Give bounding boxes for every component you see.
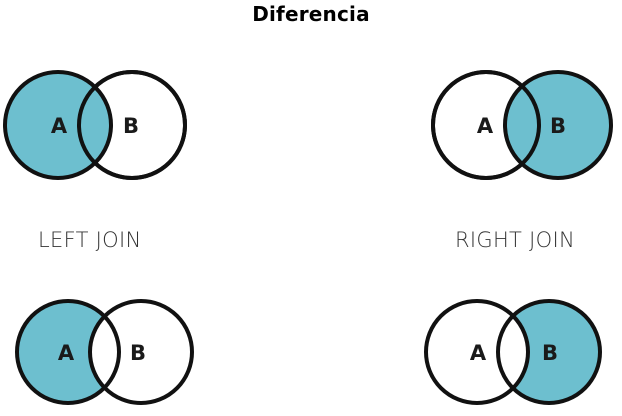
circle-b-outline — [88, 299, 194, 405]
label-b: B — [542, 341, 558, 365]
circle-a-shaded — [17, 301, 119, 403]
page-title: Diferencia — [252, 2, 370, 26]
circle-a-outline — [15, 299, 121, 405]
left-join-label: LEFT JOIN — [38, 228, 142, 252]
label-a: A — [58, 341, 75, 365]
label-b: B — [130, 341, 146, 365]
circle-b-outline — [496, 299, 602, 405]
label-a: A — [477, 114, 494, 138]
circle-b-outline — [77, 70, 187, 181]
circle-a-outline — [424, 299, 530, 405]
label-b: B — [550, 114, 566, 138]
venn-b-minus-a: A B — [424, 299, 602, 405]
label-b: B — [123, 114, 139, 138]
label-a: A — [51, 114, 68, 138]
venn-right-join: A B — [431, 70, 613, 180]
right-join-label: RIGHT JOIN — [455, 228, 575, 252]
venn-a-minus-b: A B — [15, 299, 194, 405]
circle-b-shaded — [498, 301, 600, 403]
venn-left-join: A B — [3, 70, 187, 181]
circle-a-outline — [431, 70, 541, 180]
label-a: A — [470, 341, 487, 365]
